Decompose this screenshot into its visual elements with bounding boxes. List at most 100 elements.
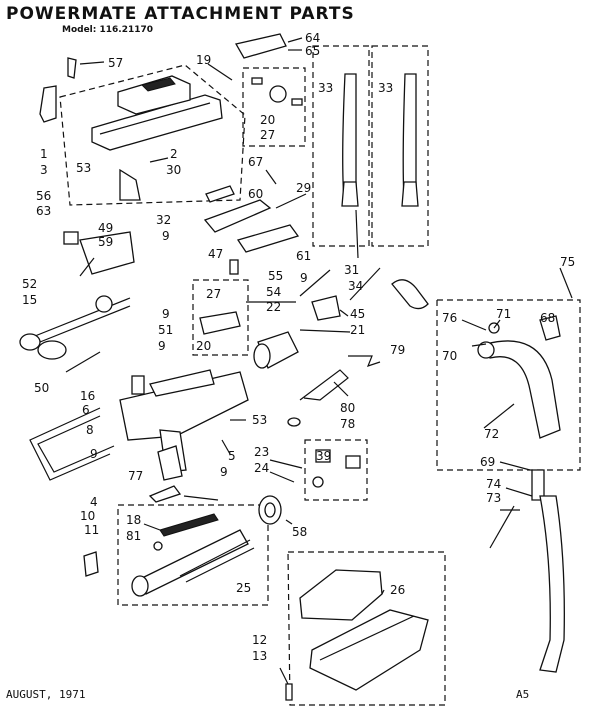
bracket-part-1	[39, 85, 57, 123]
callout-53-b: 53	[252, 413, 267, 427]
callout-9-a: 9	[162, 229, 170, 243]
bottom-plate-part-26	[299, 569, 429, 691]
callout-53: 53	[76, 161, 91, 175]
callout-10: 10	[80, 509, 95, 523]
brush-strip-part-18	[159, 513, 219, 537]
callout-74: 74	[486, 477, 501, 491]
callout-70: 70	[442, 349, 457, 363]
switch-pin-part	[291, 98, 303, 106]
extension-wand-left	[341, 73, 359, 207]
shaft-assembly-part-15	[19, 295, 131, 360]
coupling-part-45	[311, 295, 341, 321]
switch-part-19	[251, 77, 263, 85]
callout-16: 16	[80, 389, 95, 403]
callout-51: 51	[158, 323, 173, 337]
body-part-49	[79, 231, 135, 275]
motor-cover-part	[91, 75, 223, 151]
bracket-part-77	[157, 445, 183, 481]
callout-31: 31	[344, 263, 359, 277]
switch-knob-part-20	[269, 85, 287, 103]
callout-9-f: 9	[162, 307, 170, 321]
callout-73: 73	[486, 491, 501, 505]
callout-71: 71	[496, 307, 511, 321]
callout-25: 25	[236, 581, 251, 595]
brush-roll-part-25	[131, 529, 255, 597]
footer-code: A5	[516, 688, 529, 701]
page-title: POWERMATE ATTACHMENT PARTS	[6, 4, 355, 24]
hose-part-74	[531, 469, 565, 673]
callout-60: 60	[248, 187, 263, 201]
screw-part-24	[312, 476, 324, 488]
spring-part-79	[348, 355, 381, 367]
wheel-part-58	[258, 495, 282, 525]
hose-elbow-part-72	[477, 340, 561, 439]
bracket-part-61	[236, 224, 300, 253]
wire-part-80	[299, 369, 349, 401]
callout-12: 12	[252, 633, 267, 647]
callout-8: 8	[86, 423, 94, 437]
callout-19: 19	[196, 53, 211, 67]
callout-55: 55	[268, 269, 283, 283]
callout-78: 78	[340, 417, 355, 431]
switch-parts-group-box	[242, 67, 306, 147]
callout-9-d: 9	[158, 339, 166, 353]
callout-3: 3	[40, 163, 48, 177]
bracket-group-box	[192, 279, 249, 356]
callout-76: 76	[442, 311, 457, 325]
callout-63: 63	[36, 204, 51, 218]
callout-11: 11	[84, 523, 99, 537]
callout-33-right: 33	[378, 81, 393, 95]
spring-part-67	[205, 185, 235, 203]
clip-part-4	[148, 485, 182, 503]
callout-1: 1	[40, 147, 48, 161]
callout-52: 52	[22, 277, 37, 291]
callout-45: 45	[350, 307, 365, 321]
clip-part-56	[63, 231, 79, 245]
bearing-part-81	[153, 541, 163, 551]
latch-part-39	[315, 449, 331, 463]
callout-21: 21	[350, 323, 365, 337]
callout-30: 30	[166, 163, 181, 177]
switch-plate-part-64	[235, 33, 287, 59]
callout-13: 13	[252, 649, 267, 663]
callout-72: 72	[484, 427, 499, 441]
callout-54: 54	[266, 285, 281, 299]
callout-67: 67	[248, 155, 263, 169]
footer-date: AUGUST, 1971	[6, 688, 85, 701]
callout-18: 18	[126, 513, 141, 527]
extension-wand-group-box-left	[312, 45, 370, 247]
callout-59: 59	[98, 235, 113, 249]
callout-32: 32	[156, 213, 171, 227]
callout-numbers: 57 19 64 65 1 3 2 30 53 56 63 33 20 27 6…	[22, 31, 575, 663]
clip-part-57	[67, 57, 77, 79]
callout-47: 47	[208, 247, 223, 261]
callout-24: 24	[254, 461, 269, 475]
callout-64: 64	[305, 31, 320, 45]
callout-20-b: 20	[196, 339, 211, 353]
callout-2: 2	[170, 147, 178, 161]
bottom-plate-group-box	[287, 551, 446, 706]
callout-34: 34	[348, 279, 363, 293]
callout-39: 39	[316, 449, 331, 463]
callout-65: 65	[305, 44, 320, 58]
callout-77: 77	[128, 469, 143, 483]
latch-group-box	[304, 439, 368, 501]
callout-68: 68	[540, 311, 555, 325]
callout-20: 20	[260, 113, 275, 127]
callout-81: 81	[126, 529, 141, 543]
tube-part-30	[119, 168, 141, 201]
model-number: Model: 116.21170	[62, 25, 153, 35]
callout-27: 27	[260, 128, 275, 142]
callout-9-b: 9	[220, 465, 228, 479]
hose-group-box	[436, 299, 581, 471]
callout-79: 79	[390, 343, 405, 357]
bail-handle-inner	[37, 415, 115, 473]
callout-26: 26	[390, 583, 405, 597]
callout-29: 29	[296, 181, 311, 195]
callout-22: 22	[266, 300, 281, 314]
clamp-part-68	[539, 315, 561, 341]
screw-part-13	[285, 683, 293, 701]
callout-61: 61	[296, 249, 311, 263]
